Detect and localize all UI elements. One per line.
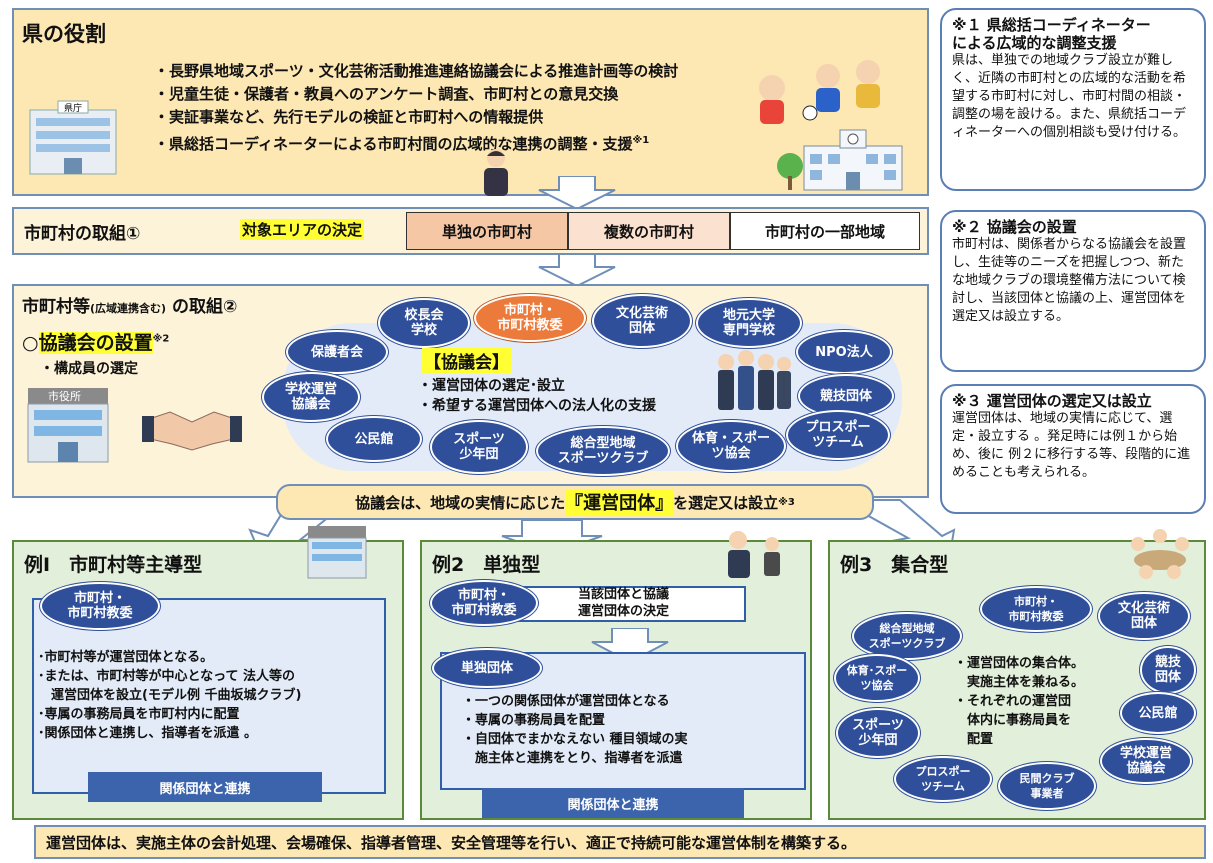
city-hall-sign: 市役所 xyxy=(48,389,81,403)
municipal-step-1: 市町村の取組① 対象エリアの決定 単独の市町村 複数の市町村 市町村の一部地域 xyxy=(12,207,929,255)
building-sign: 県庁 xyxy=(64,102,82,114)
ex3-member-youth-sports: スポーツ 少年団 xyxy=(836,708,920,758)
member-pro-team: プロスポー ツチーム xyxy=(786,410,890,460)
option-partial-area: 市町村の一部地域 xyxy=(730,212,920,250)
ex3-member-community-center: 公民館 xyxy=(1120,692,1196,734)
city-hall-icon: 市役所 xyxy=(27,388,109,463)
ex3-member-municipality: 市町村・ 市町村教委 xyxy=(980,586,1092,632)
example-1-panel: 例Ⅰ 市町村等主導型 市町村・ 市町村教委 ･市町村等が運営団体となる。 ･また… xyxy=(12,526,404,820)
example-2-lead-note: 当該団体と協議 運営団体の決定 xyxy=(578,587,670,619)
prefecture-line: ・児童生徒・保護者・教員へのアンケート調査、市町村との意見交換 xyxy=(154,85,619,103)
prefecture-line: ・実証事業など、先行モデルの検証と市町村への情報提供 xyxy=(154,108,544,126)
note-1-body: 県は、単独での地域クラブ設立が難しく、近隣の市町村との広域的な活動を希望する市町… xyxy=(952,53,1187,140)
member-school-council: 学校運営 協議会 xyxy=(262,372,360,422)
example-2-sub: 単独団体 xyxy=(432,648,542,688)
prefecture-role-list: ・長野県地域スポーツ・文化芸術活動推進連絡協議会による推進計画等の検討 ・児童生… xyxy=(154,60,678,156)
prefectural-office-icon: 県庁 xyxy=(29,100,117,175)
handshake-icon xyxy=(142,411,242,451)
banner-highlight: 『運営団体』 xyxy=(565,489,674,515)
example-2-lead: 市町村・ 市町村教委 xyxy=(430,580,538,626)
ex3-member-sports-federation: 競技 団体 xyxy=(1140,646,1196,694)
member-principals: 校長会 学校 xyxy=(378,298,470,348)
prefecture-line: ・長野県地域スポーツ・文化芸術活動推進連絡協議会による推進計画等の検討 xyxy=(154,62,679,80)
member-community-center: 公民館 xyxy=(326,416,422,462)
member-npo: NPO法人 xyxy=(796,330,892,374)
council-roles: ・運営団体の選定･設立 ・希望する運営団体への法人化の支援 xyxy=(418,376,656,416)
children-sports-icon xyxy=(759,60,880,124)
member-municipality: 市町村・ 市町村教委 xyxy=(474,294,586,342)
note-2-body: 市町村は、関係者からなる協議会を設置し、生徒等のニーズを把握しつつ、新たな地域ク… xyxy=(952,237,1187,324)
municipal-step-2: 市町村等(広域連携含む) の取組② ○協議会の設置※2 ・構成員の選定 市役所 … xyxy=(12,284,929,498)
example-3-title: 例3 集合型 xyxy=(840,554,949,576)
city-hall-small-icon xyxy=(307,526,367,579)
prefecture-title: 県の役割 xyxy=(22,22,106,46)
example-3-panel: 例3 集合型 市町村・ 市町村教委 文化芸術 団体 総合型地域 スポーツクラブ … xyxy=(828,529,1206,820)
member-parents: 保護者会 xyxy=(286,330,388,374)
banner-prefix: 協議会は、地域の実情に応じた xyxy=(355,493,566,512)
ex3-member-sports-association: 体育･スポー ツ協会 xyxy=(834,654,920,702)
note-2: ※２ 協議会の設置 市町村は、関係者からなる協議会を設置し、生徒等のニーズを把握… xyxy=(940,210,1206,372)
prefecture-role-box: 県の役割 ・長野県地域スポーツ・文化芸術活動推進連絡協議会による推進計画等の検討… xyxy=(12,8,929,196)
example-1-points: ･市町村等が運営団体となる。 ･または、市町村等が中心となって 法人等の 運営団… xyxy=(38,650,302,741)
ex3-member-school-council: 学校運営 協議会 xyxy=(1100,738,1192,784)
member-community-sports-club: 総合型地域 スポーツクラブ xyxy=(536,426,670,476)
example-2-points: ・一つの関係団体が運営団体となる ・専属の事務局員を配置 ・自団体でまかなえない… xyxy=(462,694,688,766)
down-arrow-1 xyxy=(538,176,616,210)
option-multiple-municipalities: 複数の市町村 xyxy=(568,212,730,250)
note-3: ※３ 運営団体の選定又は設立 運営団体は、地域の実情に応じて、選定・設立する 。… xyxy=(940,384,1206,514)
prefecture-line: ・県総括コーディネーターによる市町村間の広域的な連携の調整・支援※1 xyxy=(154,135,650,153)
ex3-member-pro-team: プロスポー ツチーム xyxy=(894,756,992,802)
ex3-member-community-club: 総合型地域 スポーツクラブ xyxy=(852,612,962,660)
council-people-icon xyxy=(718,350,791,410)
option-single-municipality: 単独の市町村 xyxy=(406,212,568,250)
member-youth-sports: スポーツ 少年団 xyxy=(430,420,528,474)
example-2-title: 例2 単独型 xyxy=(432,554,541,576)
down-arrow-2 xyxy=(538,253,616,287)
example-3-points: ・運営団体の集合体。 実施主体を兼ねる。 ・それぞれの運営団 体内に事務局員を … xyxy=(954,656,1085,747)
note-mark: ※1 xyxy=(632,135,650,146)
council-title: 【協議会】 xyxy=(422,348,511,373)
ex3-member-private-club: 民間クラブ 事業者 xyxy=(998,762,1096,810)
bottom-summary: 運営団体は、実施主体の会計処理、会場確保、指導者管理、安全管理等を行い、適正で持… xyxy=(34,825,1206,859)
note-2-title: ※２ 協議会の設置 xyxy=(952,218,1077,236)
example-2-lead-box xyxy=(502,586,746,622)
note-1: ※１ 県総括コーディネーター による広域的な調整支援 県は、単独での地域クラブ設… xyxy=(940,8,1206,191)
example-2-panel: 例2 単独型 市町村・ 市町村教委 当該団体と協議 運営団体の決定 単独団体 ・… xyxy=(420,531,812,820)
member-culture-arts: 文化芸術 団体 xyxy=(592,294,692,348)
council-role: ・希望する運営団体への法人化の支援 xyxy=(418,398,656,414)
target-area-label: 対象エリアの決定 xyxy=(240,219,365,240)
example-1-footer: 関係団体と連携 xyxy=(88,772,322,802)
step-2-title: 市町村等(広域連携含む) の取組② xyxy=(22,297,238,317)
step-1-title: 市町村の取組① xyxy=(24,224,141,244)
selection-banner: 協議会は、地域の実情に応じた『運営団体』を選定又は設立※3 xyxy=(276,484,874,520)
example-1-lead: 市町村・ 市町村教委 xyxy=(40,582,160,630)
member-selection-text: ・構成員の選定 xyxy=(40,361,138,377)
banner-mark: ※3 xyxy=(778,496,795,508)
presenter-icon xyxy=(728,531,780,578)
council-role: ・運営団体の選定･設立 xyxy=(418,378,565,394)
ex3-member-culture: 文化芸術 団体 xyxy=(1098,592,1190,640)
official-person-icon xyxy=(484,149,508,196)
school-building-icon xyxy=(777,129,903,191)
note-1-title: ※１ 県総括コーディネーター による広域的な調整支援 xyxy=(952,16,1196,52)
banner-suffix: を選定又は設立 xyxy=(673,493,779,512)
note-3-title: ※３ 運営団体の選定又は設立 xyxy=(952,392,1152,410)
example-1-title: 例Ⅰ 市町村等主導型 xyxy=(24,554,203,576)
member-sports-association: 体育・スポー ツ協会 xyxy=(676,420,786,472)
council-setup-heading: ○協議会の設置※2 xyxy=(22,332,170,354)
example-2-footer: 関係団体と連携 xyxy=(482,788,744,818)
example-1-detail xyxy=(32,598,386,794)
member-university: 地元大学 専門学校 xyxy=(696,298,802,348)
note-3-body: 運営団体は、地域の実情に応じて、選定・設立する 。発足時には例１から始め、後に … xyxy=(952,411,1191,480)
meeting-group-icon xyxy=(1131,529,1189,579)
